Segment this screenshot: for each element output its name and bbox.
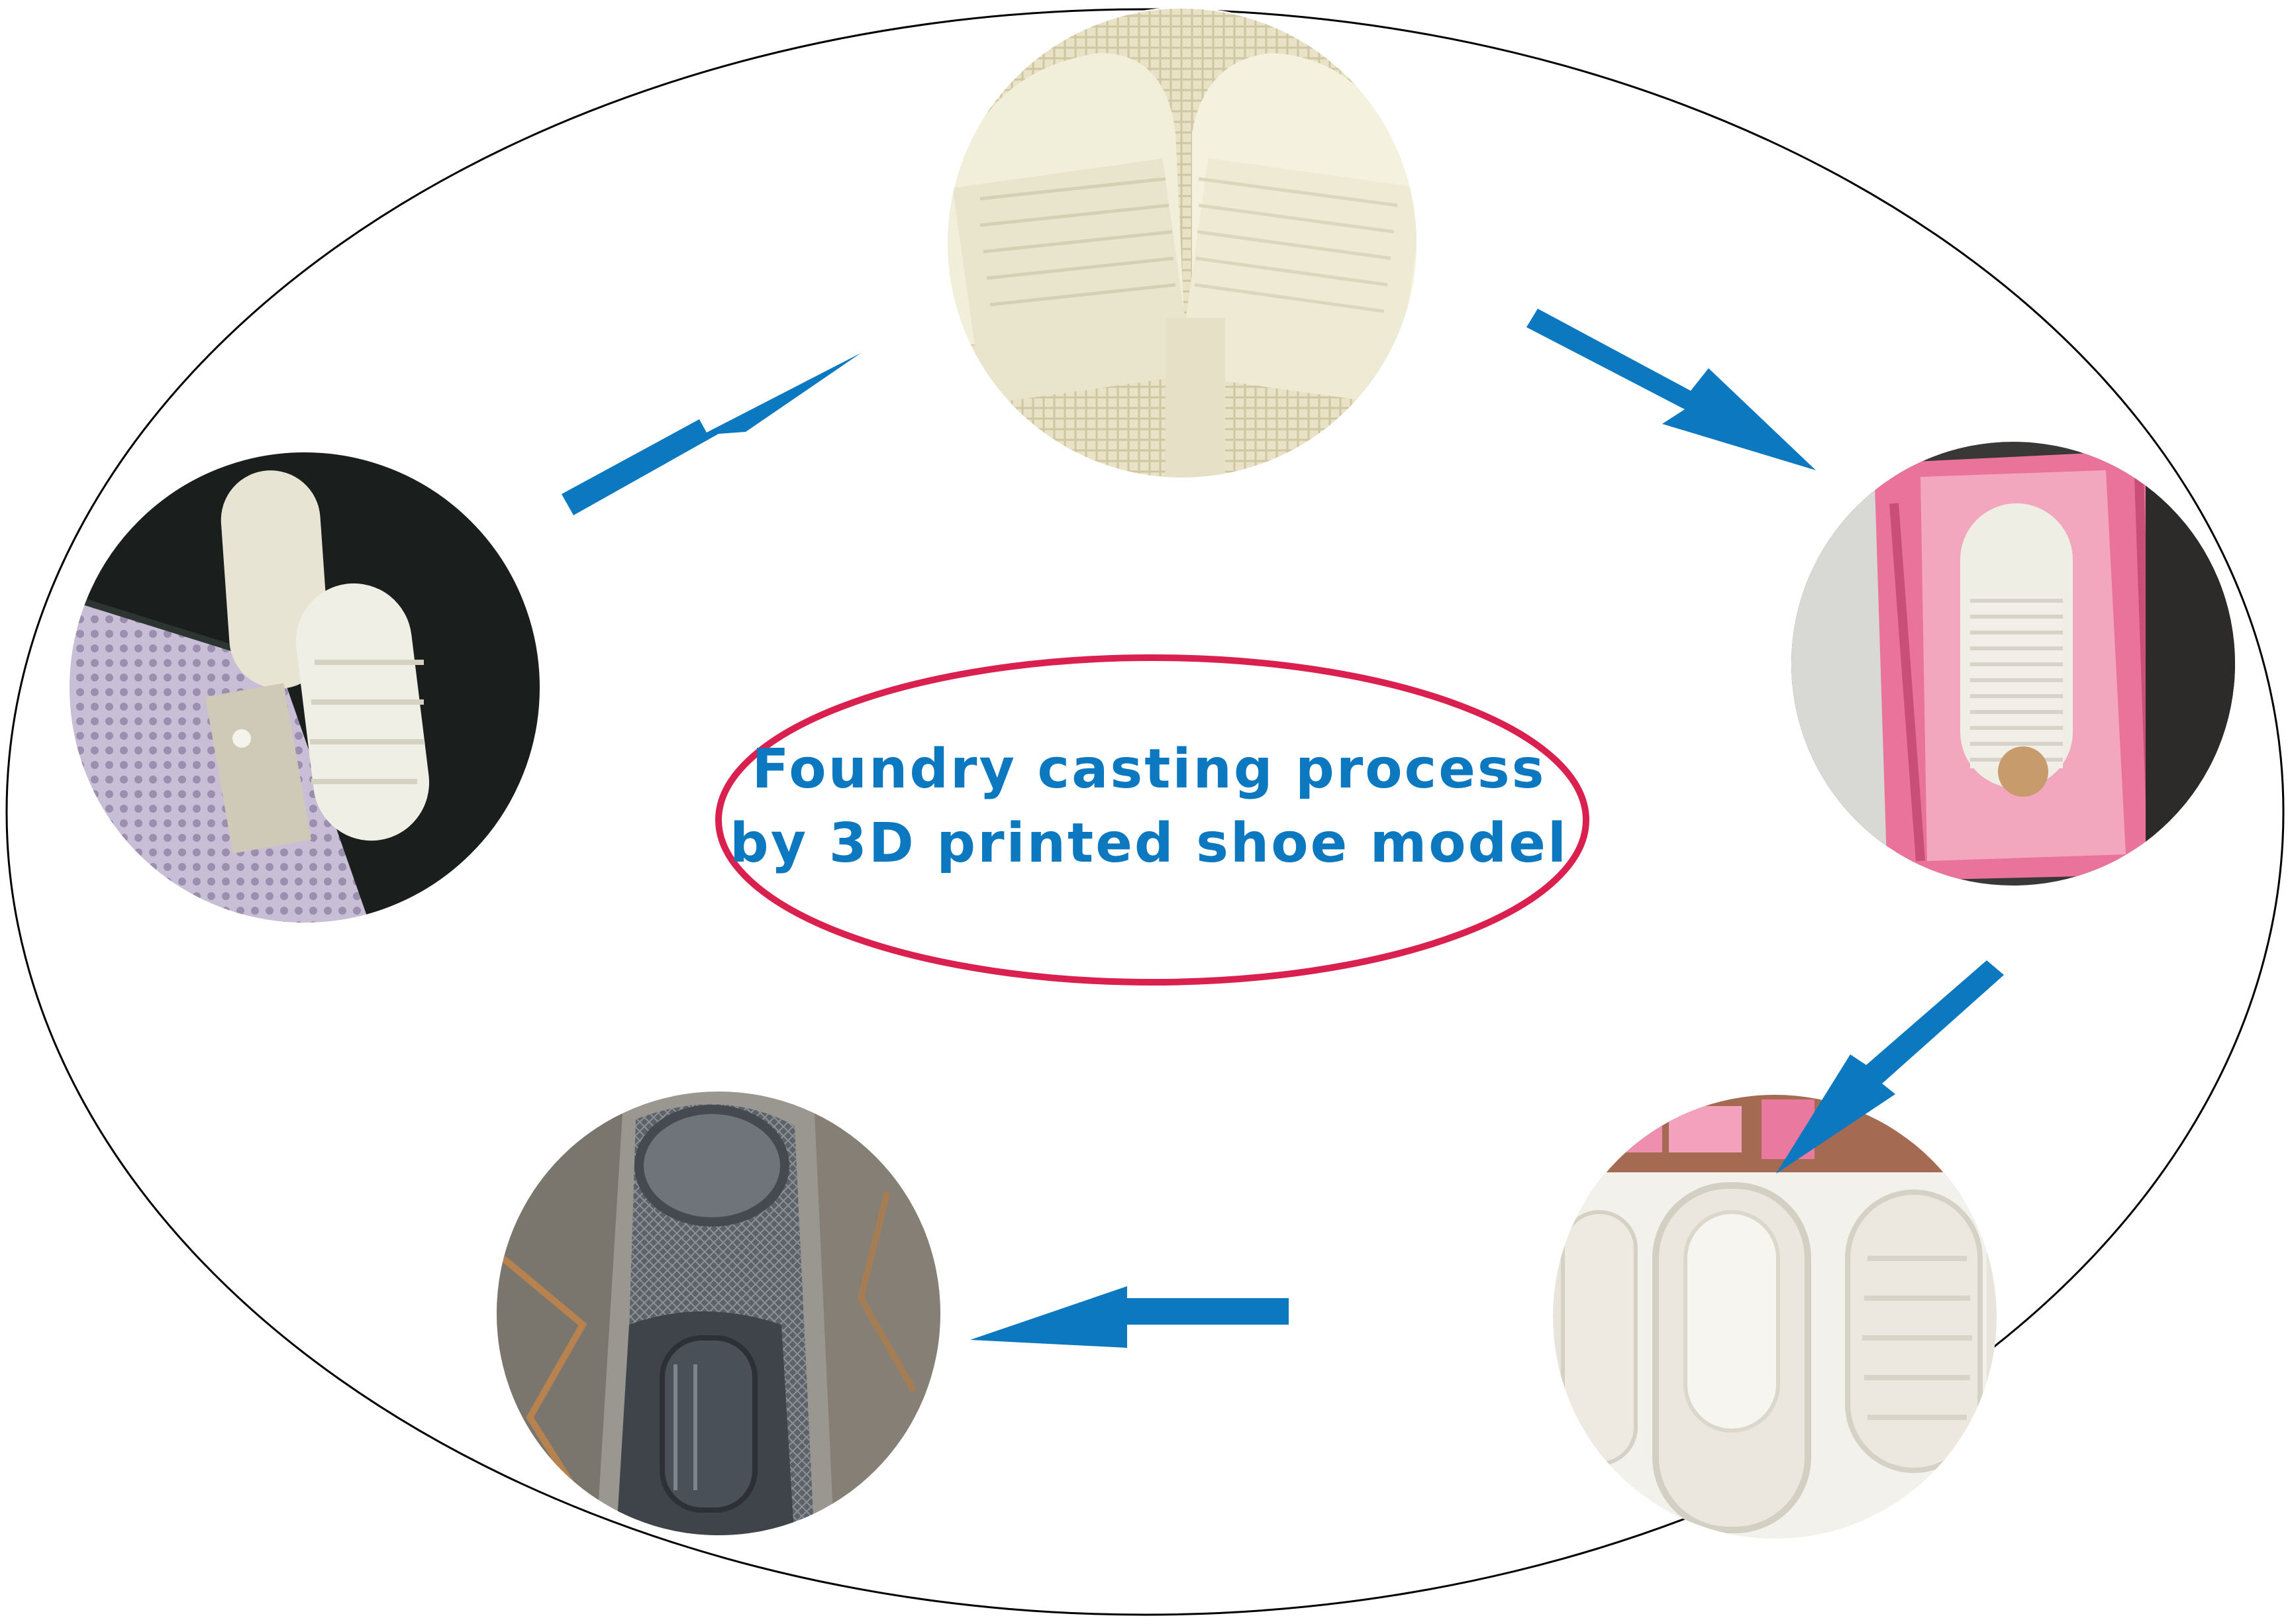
title-block: Foundry casting process by 3D printed sh…	[719, 727, 1579, 886]
outer-ellipse	[5, 8, 2285, 1616]
models-placed-in-mold-box-photo	[1791, 442, 2235, 886]
printed-shoe-models-photo	[947, 8, 1417, 478]
arrow-step3-to-step4	[1776, 960, 2004, 1174]
title-line-2: by 3D printed shoe model	[730, 812, 1568, 875]
arrow-step1-to-step2	[562, 353, 861, 515]
3d-printing-on-build-plate-photo	[69, 452, 540, 923]
arrow-step2-to-step3	[1526, 309, 1816, 470]
title-ellipse	[715, 654, 1589, 986]
cast-metal-shoe-mold-photo	[497, 1091, 940, 1535]
arrow-step4-to-step5	[970, 1286, 1289, 1348]
sand-mold-cavity-photo	[1553, 1095, 1997, 1539]
title-line-1: Foundry casting process	[752, 738, 1546, 801]
